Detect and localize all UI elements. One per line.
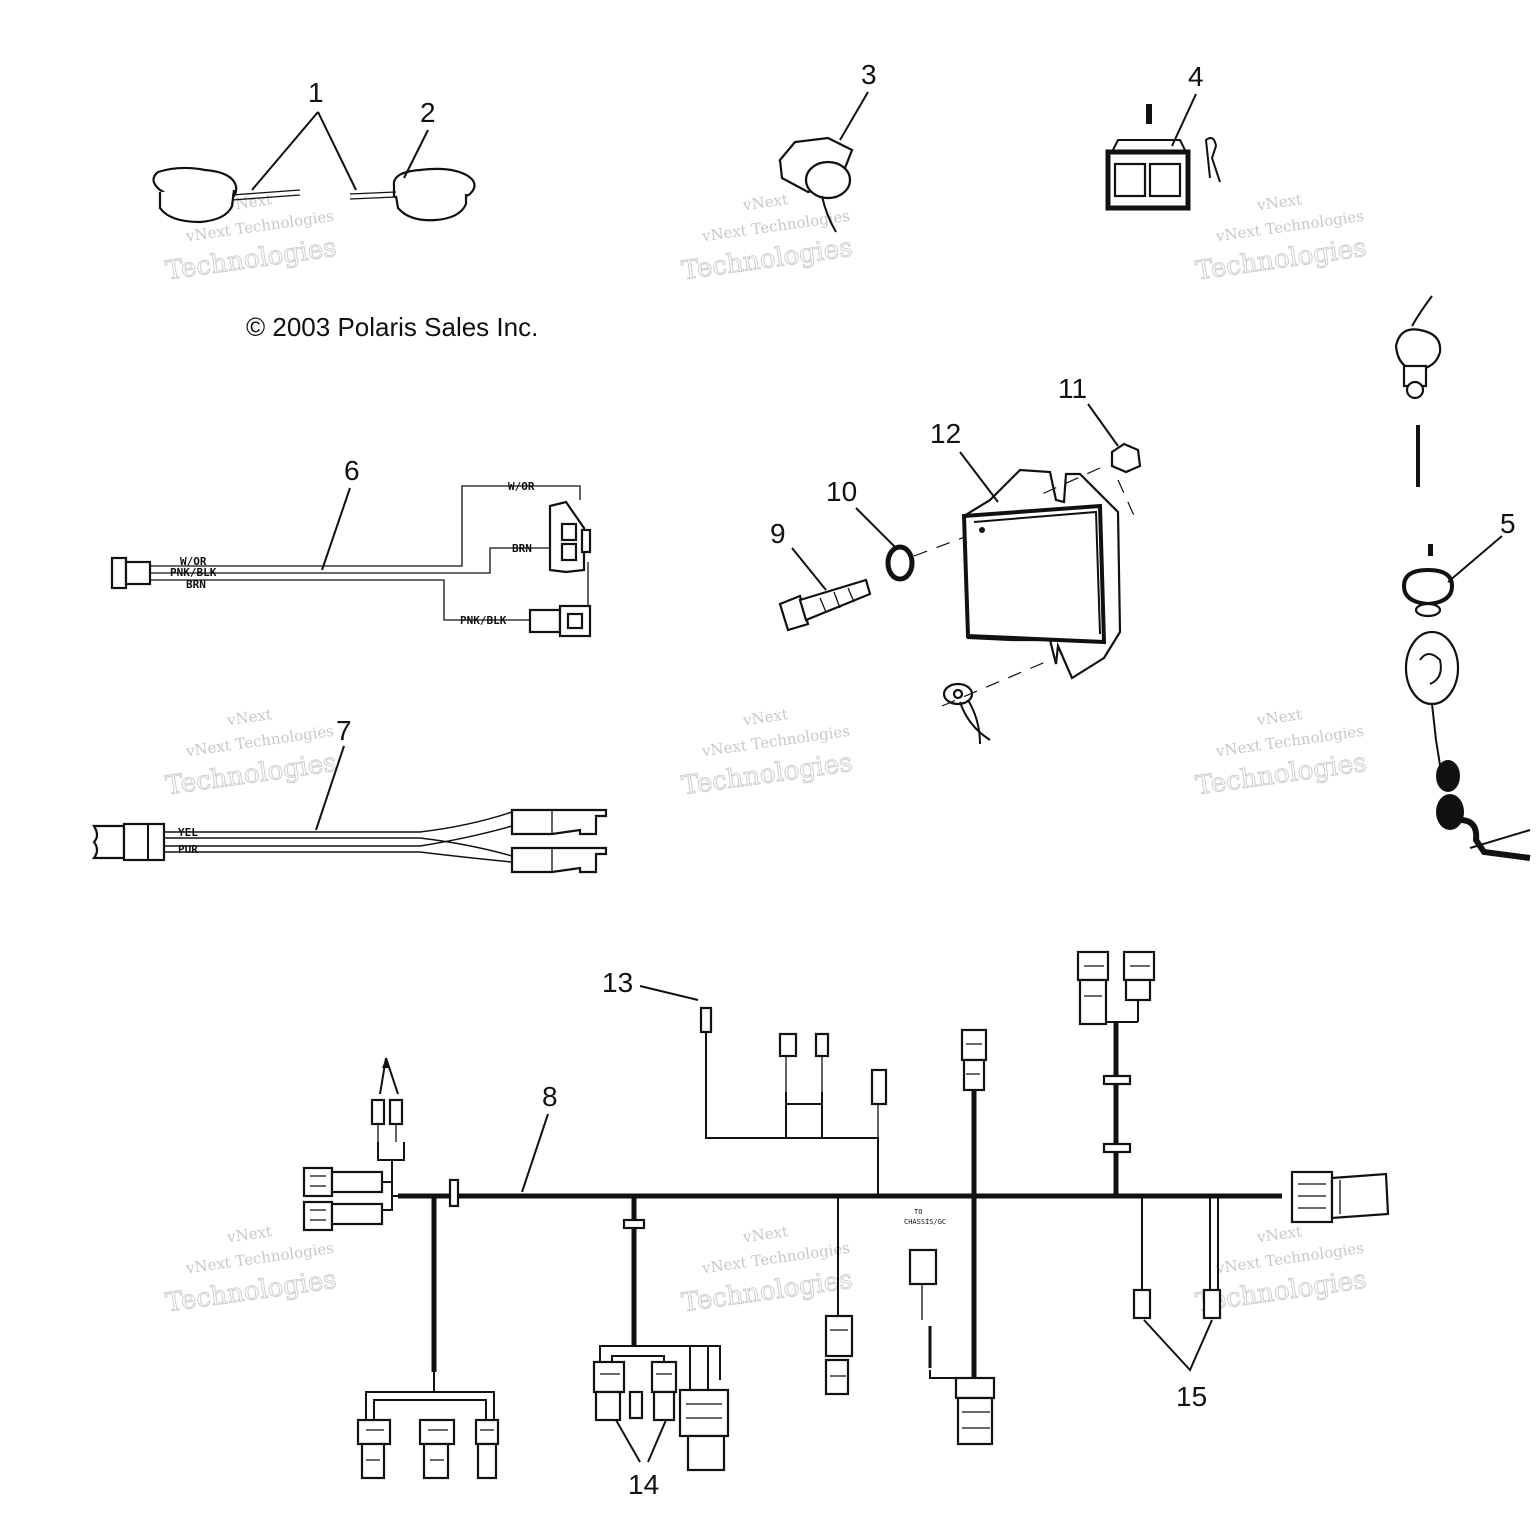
part-7-harness: YEL PUR 7 bbox=[91, 715, 608, 874]
wire-label-wor-top: W/OR bbox=[508, 480, 535, 493]
callout-1: 1 bbox=[308, 77, 324, 108]
part-6-harness: W/OR BRN PNK/BLK W/OR PNK/BLK BRN 6 bbox=[110, 455, 592, 638]
harness-right-connector bbox=[1290, 1170, 1390, 1224]
harness-drop-center bbox=[908, 1248, 996, 1446]
callout-12: 12 bbox=[930, 418, 961, 449]
callout-2: 2 bbox=[420, 97, 436, 128]
svg-text:vNext: vNext bbox=[1255, 705, 1303, 729]
wire-label-yel: YEL bbox=[178, 826, 198, 839]
wire-label-pur: PUR bbox=[178, 843, 198, 856]
part-8-main-harness: 13 TO CHASSIS/GC bbox=[302, 950, 1390, 1500]
svg-text:vNext: vNext bbox=[741, 705, 789, 729]
part-1-2-switches: 1 2 bbox=[152, 77, 476, 224]
wire-label-wor: W/OR bbox=[180, 555, 207, 568]
wire-label-brn-mid: BRN bbox=[512, 542, 532, 555]
part-3-switch: 3 bbox=[778, 59, 877, 233]
watermark: vNext vNext Technologies Technologies bbox=[679, 705, 855, 802]
harness-drop-15: 15 bbox=[1132, 1196, 1222, 1412]
svg-text:vNext: vNext bbox=[1255, 190, 1303, 214]
callout-4: 4 bbox=[1188, 61, 1204, 92]
watermark: vNext vNext Technologies Technologies bbox=[163, 705, 339, 802]
callout-5: 5 bbox=[1500, 508, 1516, 539]
callout-13: 13 bbox=[602, 967, 633, 998]
copyright-notice: © 2003 Polaris Sales Inc. bbox=[246, 312, 538, 342]
callout-15: 15 bbox=[1176, 1381, 1207, 1412]
harness-drop-1 bbox=[356, 1196, 500, 1480]
part-5-key-switch: 5 bbox=[1394, 295, 1531, 861]
harness-drop-3 bbox=[824, 1196, 854, 1396]
wire-label-brn: BRN bbox=[186, 578, 206, 591]
harness-drop-2 bbox=[592, 1196, 730, 1472]
svg-text:vNext: vNext bbox=[741, 1222, 789, 1246]
callout-10: 10 bbox=[826, 476, 857, 507]
watermark: vNext vNext Technologies Technologies bbox=[1193, 705, 1369, 802]
watermark: vNext vNext Technologies Technologies bbox=[1193, 190, 1369, 287]
callout-6: 6 bbox=[344, 455, 360, 486]
wire-label-pnkblk: PNK/BLK bbox=[170, 566, 217, 579]
part-9-12-module: 9 10 11 12 bbox=[770, 373, 1142, 745]
callout-3: 3 bbox=[861, 59, 877, 90]
svg-text:vNext: vNext bbox=[741, 190, 789, 214]
callout-7: 7 bbox=[336, 715, 352, 746]
svg-text:vNext: vNext bbox=[225, 705, 273, 729]
callout-11: 11 bbox=[1058, 373, 1087, 404]
wire-label-pnkblk-bottom: PNK/BLK bbox=[460, 614, 507, 627]
callout-8: 8 bbox=[542, 1081, 558, 1112]
part-4-connector: 4 bbox=[1105, 61, 1221, 211]
harness-branch-13: 13 bbox=[602, 967, 888, 1196]
harness-branch-upper-center bbox=[960, 1028, 988, 1384]
svg-text:vNext: vNext bbox=[1255, 1222, 1303, 1246]
watermarks: vNext vNext Technologies Technologies vN… bbox=[163, 190, 1369, 1319]
harness-branch-upper-right bbox=[1076, 950, 1156, 1196]
callout-14: 14 bbox=[628, 1469, 659, 1500]
harness-to-label: TO bbox=[914, 1208, 922, 1216]
harness-left-connectors bbox=[302, 1057, 405, 1232]
svg-text:vNext: vNext bbox=[225, 1222, 273, 1246]
harness-to-label-2: CHASSIS/GC bbox=[904, 1218, 946, 1226]
watermark: vNext vNext Technologies Technologies bbox=[679, 1222, 855, 1319]
callout-9: 9 bbox=[770, 518, 786, 549]
